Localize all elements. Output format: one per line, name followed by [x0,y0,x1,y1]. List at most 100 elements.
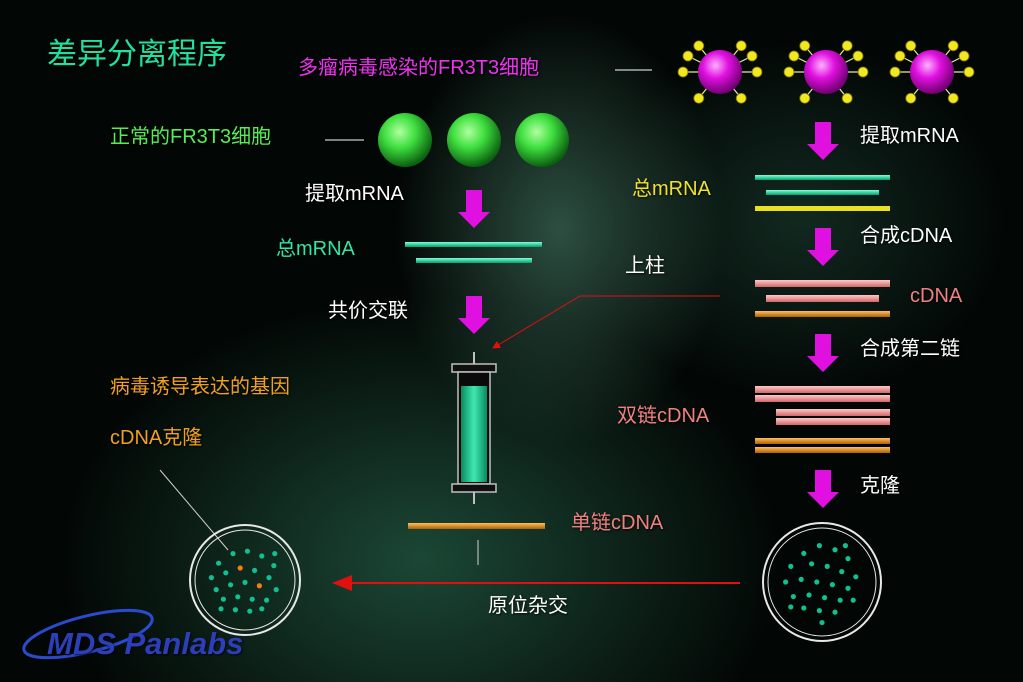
cdna-strand [766,295,879,302]
colony [842,543,849,549]
colony [266,575,272,581]
label-normal-cells: 正常的FR3T3细胞 [110,126,272,148]
colony [259,606,265,612]
right-arrows [807,122,839,508]
colony [819,619,825,626]
load-column-pointer [492,295,720,349]
colony [832,609,838,615]
mrna-strand [416,258,532,263]
cdna-strand-orange [755,311,890,317]
right-mrna-strands [755,175,890,211]
label-total-mrna-left: 总mRNA [276,238,355,260]
ds-cdna-strand [776,409,890,416]
colony [228,582,234,588]
clone-leader [159,469,229,551]
infected-cell-icon [783,40,869,104]
viral-mrna-strand [755,206,890,211]
positive-colony [237,565,243,571]
normal-cell-icon [447,113,501,167]
label-load-column: 上柱 [625,255,665,277]
label-in-situ-hybridization: 原位杂交 [488,595,568,617]
colony [235,594,241,600]
colony [244,548,250,554]
ds-cdna-strand [776,418,890,425]
label-cdna-clone: cDNA克隆 [110,427,203,449]
colony [837,597,843,603]
mds-panlabs-logo: MDS Panlabs [47,626,244,661]
colony [801,550,807,557]
slide-title: 差异分离程序 [47,38,227,71]
colony [230,551,236,557]
cdna-strands [755,280,890,317]
down-arrow-icon [458,296,490,334]
colony [216,560,222,566]
label-ds-cdna: 双链cDNA [617,405,710,427]
colony [814,579,820,585]
colony [839,569,845,575]
down-arrow-icon [807,470,839,508]
infected-cell-icon [677,40,763,104]
colony [853,574,859,580]
ss-cdna-strand [408,523,545,529]
label-crosslink: 共价交联 [328,300,408,322]
down-arrow-icon [807,334,839,372]
cdna-strand [755,280,890,287]
petri-dish-left-icon [189,524,301,636]
colony [790,593,797,600]
colony [822,595,828,601]
colony [845,556,851,562]
colony [798,576,804,583]
colony [829,582,836,588]
normal-cell-icon [515,113,569,167]
normal-cells [378,113,569,167]
colony [788,563,794,570]
label-extract-mrna-left: 提取mRNA [305,183,404,205]
colony [806,592,812,598]
colony [249,596,255,602]
label-cdna: cDNA [910,285,963,307]
mrna-strand [405,242,542,247]
colony [809,561,815,567]
left-arrows [458,190,490,334]
label-clone: 克隆 [860,475,900,497]
colony [783,579,789,585]
colony [271,563,277,569]
ds-cdna-strand-orange [755,438,890,444]
label-total-mrna-right: 总mRNA [632,178,711,200]
colony [816,608,823,614]
colony [213,587,219,593]
down-arrow-icon [807,122,839,160]
colony [273,587,279,593]
colony [832,547,838,553]
label-viral-genes: 病毒诱导表达的基因 [110,376,290,398]
mrna-strand [766,190,879,195]
colony [801,605,807,611]
colony [242,579,248,586]
petri-dish-right-icon [762,522,882,642]
label-extract-mrna-right: 提取mRNA [860,125,959,147]
positive-colony [256,583,262,589]
ds-cdna-strand [755,395,890,402]
colony [845,585,851,591]
colony [788,604,794,610]
colony [272,551,278,557]
colony [252,567,258,574]
label-ss-cdna: 单链cDNA [571,512,664,534]
colony [816,543,823,549]
down-arrow-icon [807,228,839,266]
colony [824,563,830,570]
colony [223,570,229,576]
colony [208,575,214,581]
normal-cell-icon [378,113,432,167]
label-infected-cells: 多瘤病毒感染的FR3T3细胞 [298,57,540,79]
infected-cells [677,40,975,104]
left-mrna-strands [405,242,542,263]
colony [220,596,226,602]
mrna-strand [755,175,890,180]
orbit-swoosh-icon [22,608,154,660]
label-synth-cdna: 合成cDNA [860,225,953,247]
affinity-column-icon [451,352,497,504]
colony [264,597,270,603]
